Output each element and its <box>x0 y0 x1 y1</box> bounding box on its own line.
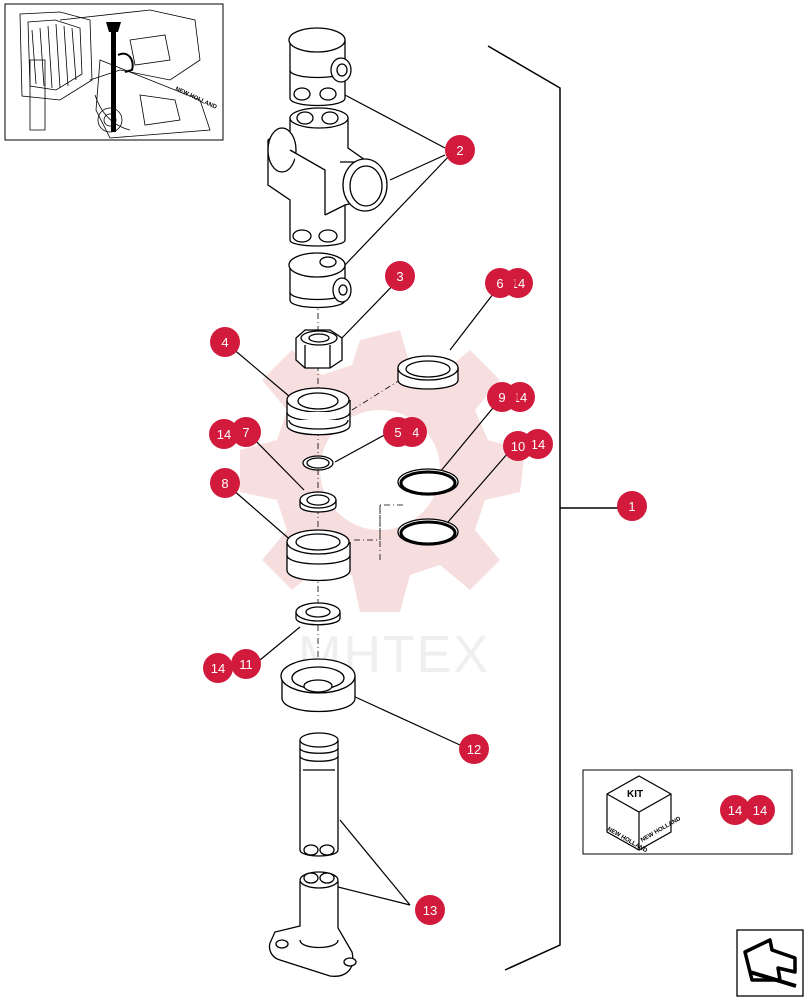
callout-badge <box>445 135 475 165</box>
watermark-gear-icon <box>240 330 525 612</box>
callout-badge <box>487 382 517 412</box>
callout-label: 5 <box>394 425 401 440</box>
return-arrow-icon[interactable] <box>736 929 804 997</box>
part-washer-11 <box>295 602 341 626</box>
callout-7k: 14 <box>209 419 239 449</box>
part-hex-nut <box>295 329 343 369</box>
callout-9: 9 <box>487 382 517 412</box>
callout-8: 8 <box>210 468 240 498</box>
part-valve-body <box>267 27 388 309</box>
callout-badge <box>231 417 261 447</box>
callout-badge <box>415 895 445 925</box>
callout-badge <box>459 734 489 764</box>
kit-box-icon <box>606 775 672 851</box>
callout-kitB: 14 <box>745 795 775 825</box>
callout-5: 5 <box>383 417 413 447</box>
callout-badge <box>231 649 261 679</box>
kit-label: KIT <box>627 789 643 800</box>
part-shaft-upper <box>299 732 339 857</box>
callout-label: 4 <box>221 335 228 350</box>
callout-3: 3 <box>385 261 415 291</box>
callout-6: 6 <box>485 268 515 298</box>
callout-label: 12 <box>467 742 481 757</box>
callout-kitA: 14 <box>720 795 750 825</box>
callouts: 141414141414141234567891011121314 <box>203 135 775 925</box>
callout-2: 2 <box>445 135 475 165</box>
locator-thumbnail: NEW HOLLAND <box>4 3 224 141</box>
thumbnail-lever <box>111 22 116 132</box>
callout-label: 14 <box>728 803 742 818</box>
callout-label: 9 <box>498 390 505 405</box>
callout-badge <box>210 327 240 357</box>
callout-label: 3 <box>396 269 403 284</box>
callout-11: 11 <box>231 649 261 679</box>
callout-badge <box>745 795 775 825</box>
callout-10: 10 <box>503 431 533 461</box>
callout-badge <box>203 653 233 683</box>
callout-label: 8 <box>221 476 228 491</box>
parts <box>267 27 459 977</box>
assembly-bracket <box>487 45 620 971</box>
callout-13: 13 <box>415 895 445 925</box>
callout-label: 6 <box>496 276 503 291</box>
callout-badge <box>209 419 239 449</box>
part-seal-9 <box>397 468 459 496</box>
callout-label: 14 <box>531 437 545 452</box>
part-shaft-flange <box>268 871 357 977</box>
callout-badge <box>503 431 533 461</box>
callout-label: 2 <box>456 143 463 158</box>
leader-lines <box>224 94 516 906</box>
callout-4: 4 <box>210 327 240 357</box>
callout-12: 12 <box>459 734 489 764</box>
callout-1: 1 <box>617 491 647 521</box>
callout-badge <box>485 268 515 298</box>
callout-label: 14 <box>211 661 225 676</box>
callout-label: 1 <box>628 499 635 514</box>
callout-badge <box>210 468 240 498</box>
callout-badge <box>385 261 415 291</box>
part-sleeve <box>286 387 351 436</box>
part-cap <box>280 658 356 713</box>
part-washer-7 <box>299 491 337 513</box>
callout-7: 7 <box>231 417 261 447</box>
callout-badge <box>720 795 750 825</box>
callout-11k: 14 <box>203 653 233 683</box>
callout-label: 7 <box>242 425 249 440</box>
callout-label: 14 <box>217 427 231 442</box>
callout-label: 13 <box>423 903 437 918</box>
watermark: MHTEX <box>240 330 525 684</box>
callout-badge <box>617 491 647 521</box>
part-seal-10 <box>397 518 459 546</box>
callout-label: 11 <box>239 657 253 672</box>
callout-label: 10 <box>511 439 525 454</box>
part-piston <box>286 529 351 582</box>
part-ring <box>397 355 459 390</box>
callout-label: 14 <box>753 803 767 818</box>
callout-badge <box>383 417 413 447</box>
